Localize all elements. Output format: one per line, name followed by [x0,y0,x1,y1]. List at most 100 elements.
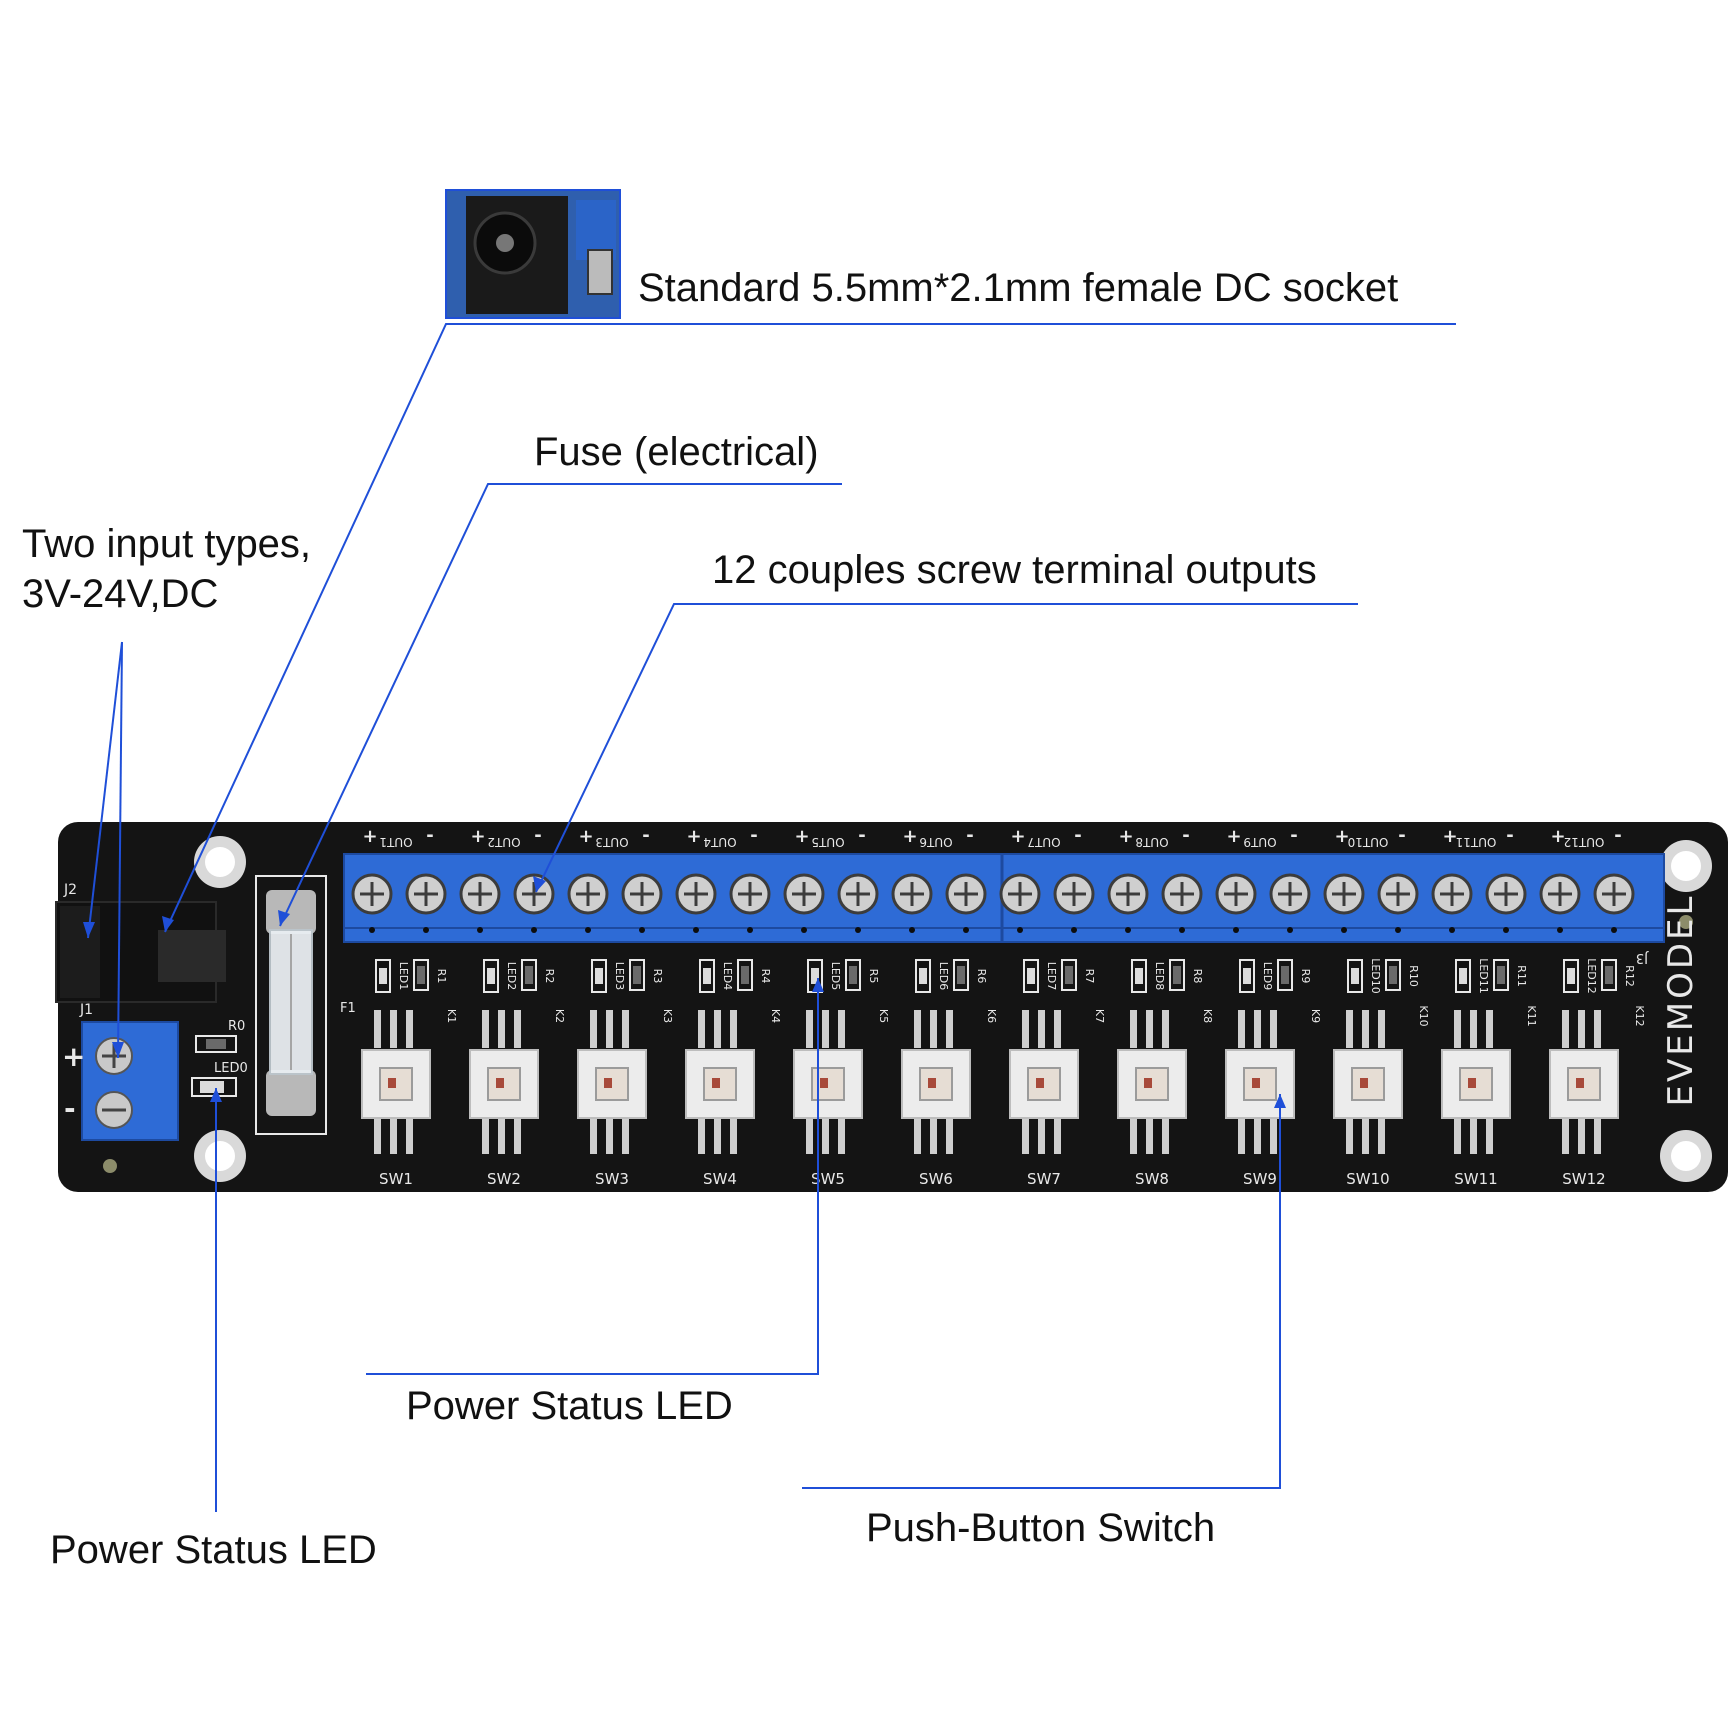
terminal-pin [585,927,591,933]
terminal-pin [1071,927,1077,933]
output-label: OUT11 [1456,835,1497,849]
leader-fuse [279,483,842,927]
switch-leg [838,1118,845,1154]
switch-label: SW11 [1454,1170,1497,1188]
channel-resistor [1389,966,1397,984]
switch-leg [1054,1118,1061,1154]
channel-resistor-label: R5 [867,969,880,984]
switch-leg [1454,1010,1461,1048]
terminal-pin [693,927,699,933]
channel-resistor [957,966,965,984]
switch-indicator [820,1078,828,1088]
minus-sign: - [64,1092,76,1125]
switch-leg [1254,1010,1261,1048]
leader-terminal-outputs [535,603,1358,893]
channel-resistor-pad [1277,959,1293,991]
channel-resistor-label: R9 [1299,969,1312,984]
switch-leg [822,1118,829,1154]
switch-leg [730,1118,737,1154]
terminal-pin [1287,927,1293,933]
switch-indicator [388,1078,396,1088]
output-minus-sign: - [1182,825,1189,846]
output-plus-sign: + [1118,826,1133,847]
terminal-pin [1611,927,1617,933]
switch-indicator [604,1078,612,1088]
output-minus-sign: - [642,825,649,846]
terminal-pin [1557,927,1563,933]
terminal-pin [855,927,861,933]
push-button-cap [487,1067,521,1101]
channel-led [1459,968,1467,984]
channel-resistor-pad [1601,959,1617,991]
switch-leg [930,1010,937,1048]
channel-led [595,968,603,984]
switch-leg [406,1010,413,1048]
channel-resistor-label: R11 [1515,965,1528,987]
channel-led-label: LED9 [1261,962,1274,991]
power-led-area: R0 LED0 [191,1019,248,1097]
channel-resistor [525,966,533,984]
switch-leg [374,1118,381,1154]
terminal-pin [801,927,807,933]
terminal-pin [1125,927,1131,933]
callout-input-types-line2: 3V-24V,DC [22,572,219,616]
switch-leg [1346,1010,1353,1048]
switch-leg [1578,1010,1585,1048]
leader-push-button [802,1094,1281,1489]
switch-indicator [1360,1078,1368,1088]
output-label: OUT8 [1135,835,1168,849]
output-label: OUT7 [1027,835,1060,849]
terminal-pin [1395,927,1401,933]
channel-key-label: K10 [1417,1005,1430,1026]
switch-leg [482,1010,489,1048]
terminal-pin [909,927,915,933]
switch-leg [1146,1010,1153,1048]
switch-leg [822,1010,829,1048]
output-plus-sign: + [1442,826,1457,847]
switch-leg [1486,1118,1493,1154]
channel-led [1243,968,1251,984]
channel-led [487,968,495,984]
switch-leg [1578,1118,1585,1154]
channel-led [379,968,387,984]
output-label: OUT5 [811,835,844,849]
channel-resistor-pad [1061,959,1077,991]
output-plus-sign: + [686,826,701,847]
callout-fuse: Fuse (electrical) [534,430,819,474]
terminal-pin [1341,927,1347,933]
jack-ref-label: J2 [63,882,77,898]
switch-leg [806,1118,813,1154]
switch-leg [714,1010,721,1048]
switch-leg [1454,1118,1461,1154]
channel-resistor [1173,966,1181,984]
channel-resistor-pad [629,959,645,991]
dc-socket-inset-photo [445,189,621,319]
terminal-pin [963,927,969,933]
terminal-pin [477,927,483,933]
channel-led-pad [375,959,391,993]
callout-power-led: Power Status LED [50,1528,377,1572]
callout-terminal-outputs: 12 couples screw terminal outputs [712,548,1317,592]
switch-label: SW2 [487,1170,521,1188]
brand-label: EVEMODEL [1661,894,1701,1107]
mounting-hole [194,836,246,888]
terminal-pin [369,927,375,933]
channel-resistor [417,966,425,984]
fuse-ref-label: F1 [340,1001,356,1016]
channel-key-label: K8 [1201,1009,1214,1023]
channel-led-pad [1563,959,1579,993]
terminal-pin [1017,927,1023,933]
output-minus-sign: - [1398,825,1405,846]
channel-led-pad [591,959,607,993]
push-button-cap [703,1067,737,1101]
switch-label: SW5 [811,1170,845,1188]
switch-leg [946,1118,953,1154]
switch-label: SW10 [1346,1170,1389,1188]
switch-leg [1562,1010,1569,1048]
